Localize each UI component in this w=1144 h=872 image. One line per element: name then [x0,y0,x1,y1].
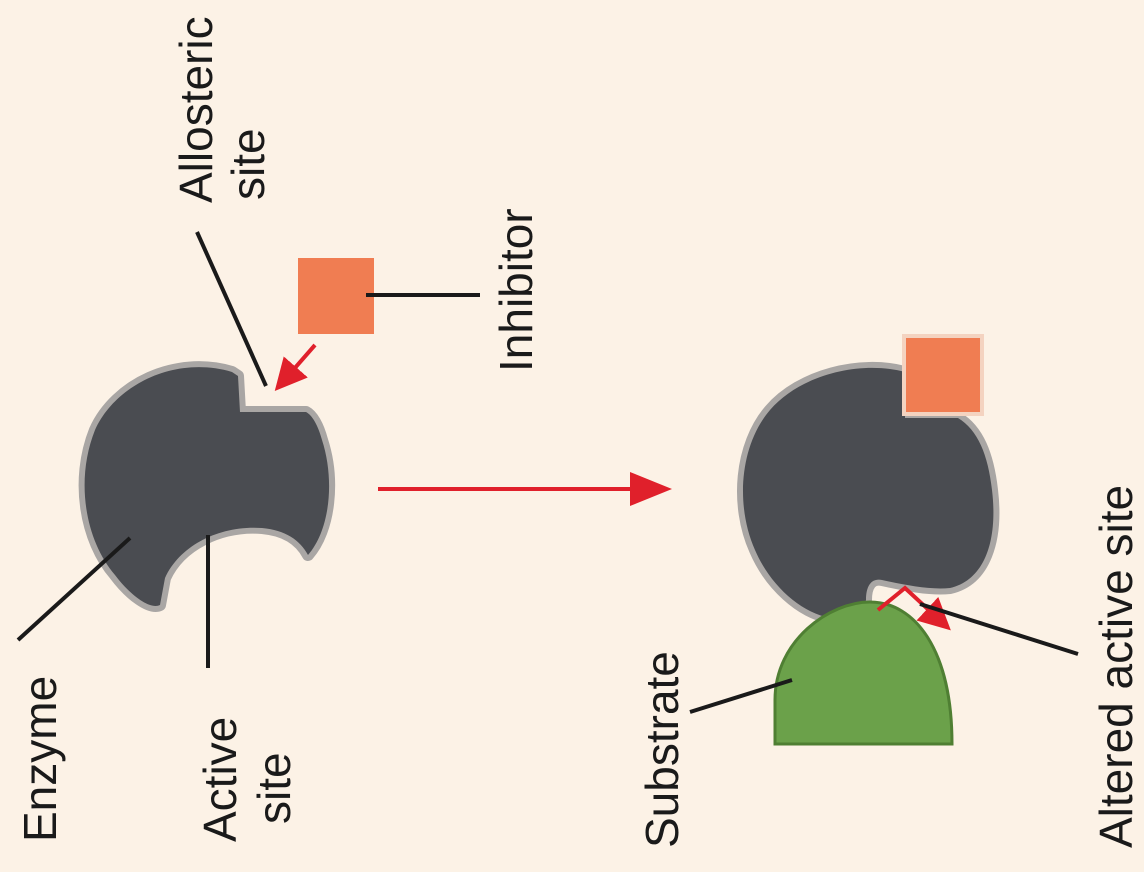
active-site-label-line1: Active [194,717,246,842]
allosteric-site-label-line1: Allosteric [170,16,222,203]
substrate-label: Substrate [636,651,688,848]
inhibitor-square-right [906,338,980,412]
altered-active-site-label: Altered active site [1090,485,1142,848]
inhibitor-square-left [298,258,374,334]
active-site-label-line2: site [248,752,300,824]
enzyme-label: Enzyme [14,676,66,842]
inhibitor-label: Inhibitor [490,208,542,372]
allosteric-site-label-line2: site [222,128,274,200]
